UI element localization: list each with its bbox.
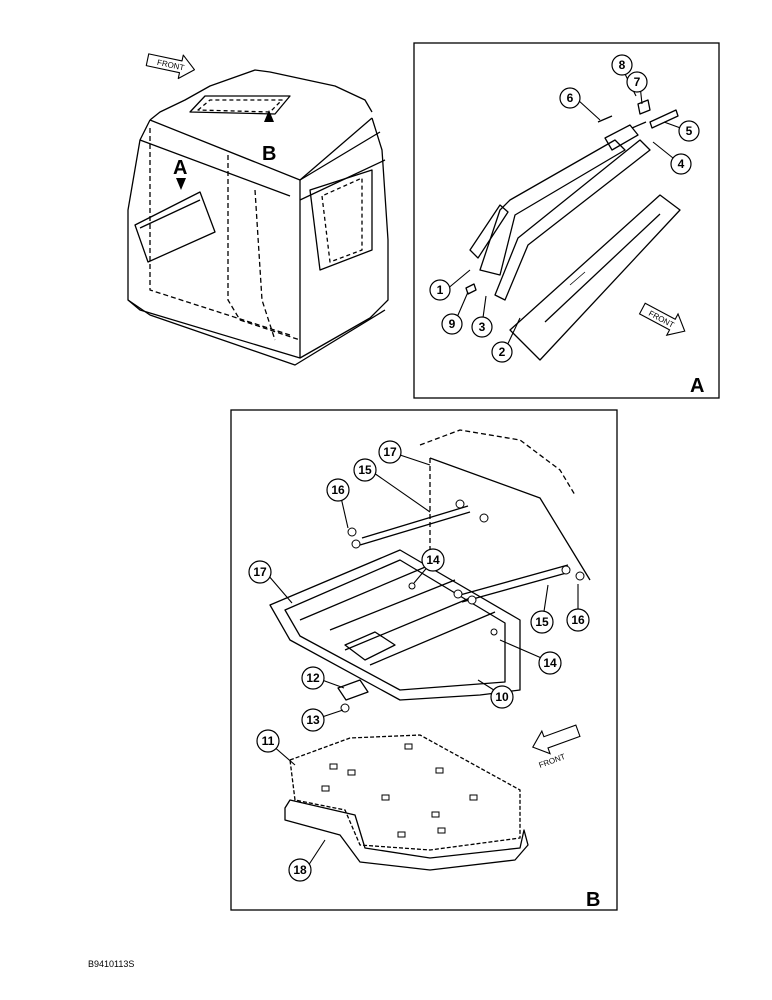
- overview-view-b-label: B: [262, 143, 276, 165]
- detail-a-label: A: [690, 375, 704, 397]
- callout-2: 2: [499, 345, 506, 359]
- detail-b-callout-leaders: [267, 454, 579, 867]
- callout-16-right: 16: [571, 613, 585, 627]
- detail-a-drawing: [465, 99, 681, 361]
- detail-b-callout-labels: 10 11 12 13 14 14 15 15 16 16 17 17 18: [248, 440, 590, 882]
- front-arrow-detail-b: [528, 718, 583, 759]
- callout-18: 18: [293, 863, 307, 877]
- callout-14-lower: 14: [543, 656, 557, 670]
- callout-16-left: 16: [331, 483, 345, 497]
- callout-9: 9: [449, 317, 456, 331]
- callout-5: 5: [686, 124, 693, 138]
- callout-4: 4: [678, 157, 685, 171]
- detail-a-frame: [413, 42, 720, 399]
- callout-17-lower: 17: [253, 565, 267, 579]
- drawing-number: B9410113S: [88, 959, 134, 969]
- callout-14-upper: 14: [426, 553, 440, 567]
- callout-12: 12: [306, 671, 320, 685]
- callout-6: 6: [567, 91, 574, 105]
- detail-b-label: B: [586, 889, 600, 911]
- callout-11: 11: [262, 734, 275, 748]
- detail-b-frame: [230, 409, 618, 911]
- callout-17-upper: 17: [383, 445, 397, 459]
- view-a-pointer: [176, 178, 186, 190]
- detail-a-callout-labels: 1 2 3 4 5 6 7 8 9: [429, 54, 700, 363]
- callout-15-upper: 15: [358, 463, 372, 477]
- front-arrow-overview: FRONT: [144, 47, 198, 83]
- callout-1: 1: [437, 283, 444, 297]
- detail-b-drawing: [269, 429, 591, 871]
- front-arrow-detail-a: FRONT: [636, 297, 691, 343]
- overview-view-markers: A B: [173, 110, 276, 190]
- callout-10: 10: [495, 690, 509, 704]
- view-b-pointer: [264, 110, 274, 122]
- callout-7: 7: [634, 75, 641, 89]
- callout-3: 3: [479, 320, 486, 334]
- callout-13: 13: [306, 713, 320, 727]
- front-arrow-detail-b-label: FRONT: [538, 752, 567, 770]
- overview-view-a-label: A: [173, 157, 187, 179]
- cab-overview: FRONT: [127, 47, 389, 366]
- detail-b-nuts-and-clips: [321, 499, 585, 838]
- callout-15-lower: 15: [535, 615, 549, 629]
- callout-8: 8: [619, 58, 626, 72]
